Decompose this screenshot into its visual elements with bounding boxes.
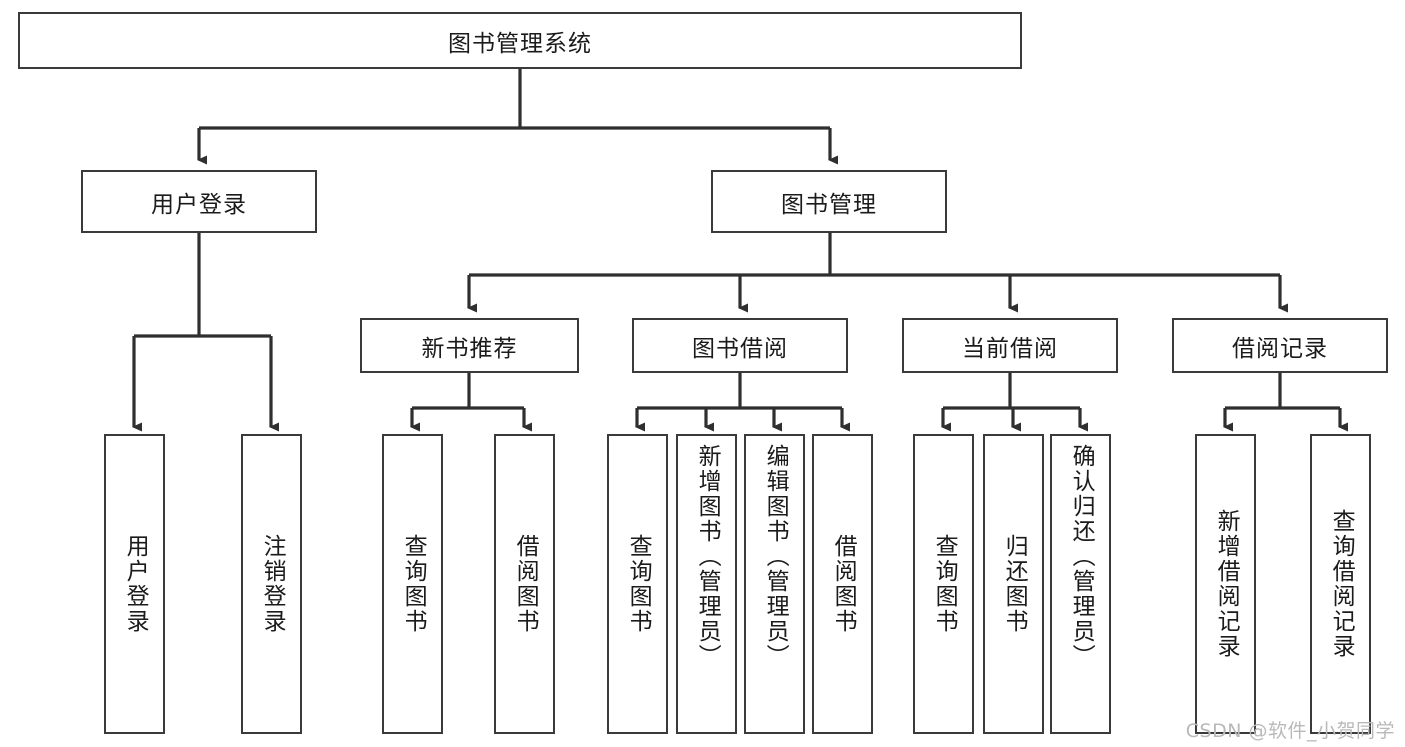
node-leaf-borrow-book-1-label: 借阅图书 bbox=[512, 534, 539, 634]
node-leaf-user-login[interactable]: 用户登录 bbox=[104, 434, 165, 734]
node-leaf-add-record-label: 新增借阅记录 bbox=[1213, 509, 1240, 659]
node-book-management-label: 图书管理 bbox=[781, 191, 877, 218]
node-leaf-add-book-label: 新增图书（管理员） bbox=[694, 444, 721, 669]
node-book-borrow[interactable]: 图书借阅 bbox=[632, 318, 848, 373]
node-root-label: 图书管理系统 bbox=[448, 30, 592, 57]
node-leaf-borrow-book-2[interactable]: 借阅图书 bbox=[812, 434, 873, 734]
node-current-borrow-label: 当前借阅 bbox=[962, 335, 1058, 362]
node-leaf-borrow-book-2-label: 借阅图书 bbox=[830, 534, 857, 634]
node-leaf-query-book-1[interactable]: 查询图书 bbox=[382, 434, 443, 734]
node-leaf-edit-book[interactable]: 编辑图书（管理员） bbox=[744, 434, 805, 734]
node-book-borrow-label: 图书借阅 bbox=[692, 335, 788, 362]
node-leaf-query-record[interactable]: 查询借阅记录 bbox=[1310, 434, 1371, 734]
node-leaf-add-book[interactable]: 新增图书（管理员） bbox=[676, 434, 737, 734]
node-new-book-recommend-label: 新书推荐 bbox=[421, 335, 518, 362]
node-leaf-return-book-label: 归还图书 bbox=[1001, 534, 1028, 634]
node-leaf-confirm-return-label: 确认归还（管理员） bbox=[1068, 444, 1095, 669]
node-leaf-return-book[interactable]: 归还图书 bbox=[983, 434, 1044, 734]
node-leaf-query-record-label: 查询借阅记录 bbox=[1328, 509, 1355, 659]
node-borrow-record[interactable]: 借阅记录 bbox=[1172, 318, 1388, 373]
node-user-login-label: 用户登录 bbox=[151, 191, 247, 218]
node-new-book-recommend[interactable]: 新书推荐 bbox=[360, 318, 579, 373]
node-leaf-query-book-2[interactable]: 查询图书 bbox=[607, 434, 668, 734]
node-user-login[interactable]: 用户登录 bbox=[81, 170, 317, 233]
node-leaf-borrow-book-1[interactable]: 借阅图书 bbox=[494, 434, 555, 734]
node-borrow-record-label: 借阅记录 bbox=[1232, 335, 1328, 362]
node-current-borrow[interactable]: 当前借阅 bbox=[902, 318, 1118, 373]
node-leaf-edit-book-label: 编辑图书（管理员） bbox=[762, 444, 789, 669]
node-leaf-query-book-3[interactable]: 查询图书 bbox=[913, 434, 974, 734]
node-book-management[interactable]: 图书管理 bbox=[711, 170, 947, 233]
node-leaf-confirm-return[interactable]: 确认归还（管理员） bbox=[1050, 434, 1111, 734]
node-root[interactable]: 图书管理系统 bbox=[18, 12, 1022, 69]
node-leaf-query-book-3-label: 查询图书 bbox=[931, 534, 958, 634]
node-leaf-logout-login[interactable]: 注销登录 bbox=[241, 434, 302, 734]
watermark-text: CSDN @软件_小贺同学 bbox=[1185, 720, 1395, 742]
node-leaf-query-book-2-label: 查询图书 bbox=[625, 534, 652, 634]
node-leaf-logout-login-label: 注销登录 bbox=[259, 534, 286, 634]
node-leaf-query-book-1-label: 查询图书 bbox=[400, 534, 427, 634]
node-leaf-add-record[interactable]: 新增借阅记录 bbox=[1195, 434, 1256, 734]
node-leaf-user-login-label: 用户登录 bbox=[122, 534, 149, 634]
